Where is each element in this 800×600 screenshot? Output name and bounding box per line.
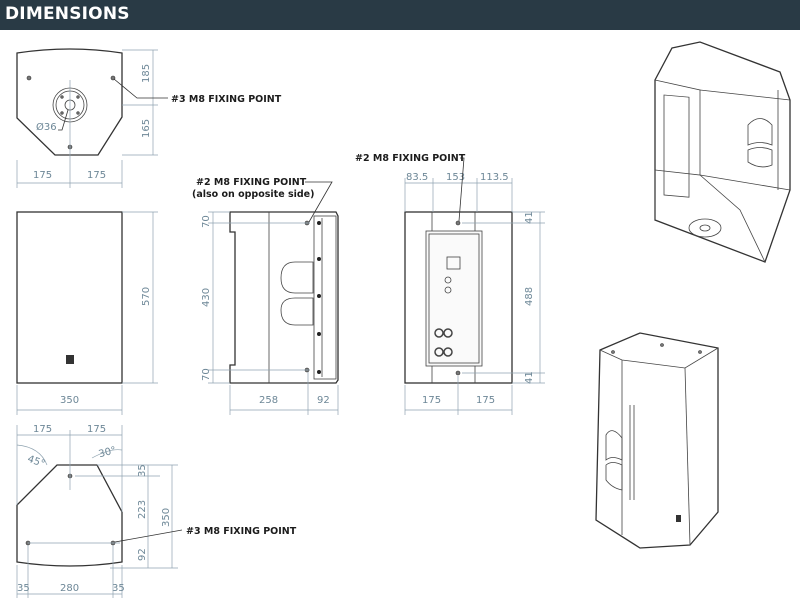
section-title: DIMENSIONS bbox=[5, 4, 130, 24]
dim-front-350: 350 bbox=[60, 395, 79, 406]
angle-45: 45° bbox=[26, 454, 46, 470]
side-view: 70 430 70 258 92 #2 M8 FIXING POINT (als… bbox=[192, 177, 339, 415]
isometric-front-view bbox=[595, 332, 719, 549]
bottom-view: 175 175 45° 30° 35 223 92 350 35 280 35 … bbox=[16, 424, 297, 598]
dim-side-430: 430 bbox=[201, 288, 212, 307]
dim-top-175-left: 175 bbox=[33, 170, 52, 181]
dim-top-185: 185 bbox=[141, 64, 152, 83]
side-view-callout: #2 M8 FIXING POINT bbox=[196, 177, 307, 188]
dim-bottom-35-right: 35 bbox=[112, 583, 125, 594]
top-view-callout: #3 M8 FIXING POINT bbox=[171, 94, 282, 105]
dim-bottom-350: 350 bbox=[161, 508, 172, 527]
dim-bottom-280: 280 bbox=[60, 583, 79, 594]
dim-diameter: Ø36 bbox=[36, 121, 57, 133]
rear-view-callout: #2 M8 FIXING POINT bbox=[355, 153, 466, 164]
dim-bottom-175-right: 175 bbox=[87, 424, 106, 435]
dim-rear-153: 153 bbox=[446, 172, 465, 183]
bottom-view-callout: #3 M8 FIXING POINT bbox=[186, 526, 297, 537]
dim-bottom-223: 223 bbox=[137, 500, 148, 519]
front-view: 570 350 bbox=[16, 211, 158, 415]
dim-bottom-35: 35 bbox=[137, 464, 148, 477]
dim-rear-41-bottom: 41 bbox=[524, 371, 535, 384]
dim-side-70-bottom: 70 bbox=[201, 368, 212, 381]
dim-rear-83-5: 83.5 bbox=[406, 172, 428, 183]
isometric-rear-view bbox=[654, 41, 791, 263]
dim-bottom-175-left: 175 bbox=[33, 424, 52, 435]
dim-top-165: 165 bbox=[141, 119, 152, 138]
dim-bottom-92: 92 bbox=[137, 548, 148, 561]
dim-bottom-35-left: 35 bbox=[17, 583, 30, 594]
logo-badge bbox=[66, 355, 74, 364]
dim-rear-113-5: 113.5 bbox=[480, 172, 509, 183]
dim-rear-488: 488 bbox=[524, 287, 535, 306]
angle-30: 30° bbox=[98, 445, 118, 460]
section-header: DIMENSIONS bbox=[0, 0, 800, 30]
dim-front-570: 570 bbox=[141, 287, 152, 306]
dim-rear-41-top: 41 bbox=[524, 211, 535, 224]
dim-top-175-right: 175 bbox=[87, 170, 106, 181]
dim-side-258: 258 bbox=[259, 395, 278, 406]
top-view: 185 165 175 175 Ø36 #3 M8 FIXING POINT bbox=[16, 48, 282, 188]
dim-side-92: 92 bbox=[317, 395, 330, 406]
side-view-callout-note: (also on opposite side) bbox=[192, 189, 314, 200]
dim-rear-175-left: 175 bbox=[422, 395, 441, 406]
dim-side-70-top: 70 bbox=[201, 215, 212, 228]
rear-view: 83.5 153 113.5 41 488 41 175 175 #2 M8 F… bbox=[355, 153, 545, 415]
dim-rear-175-right: 175 bbox=[476, 395, 495, 406]
